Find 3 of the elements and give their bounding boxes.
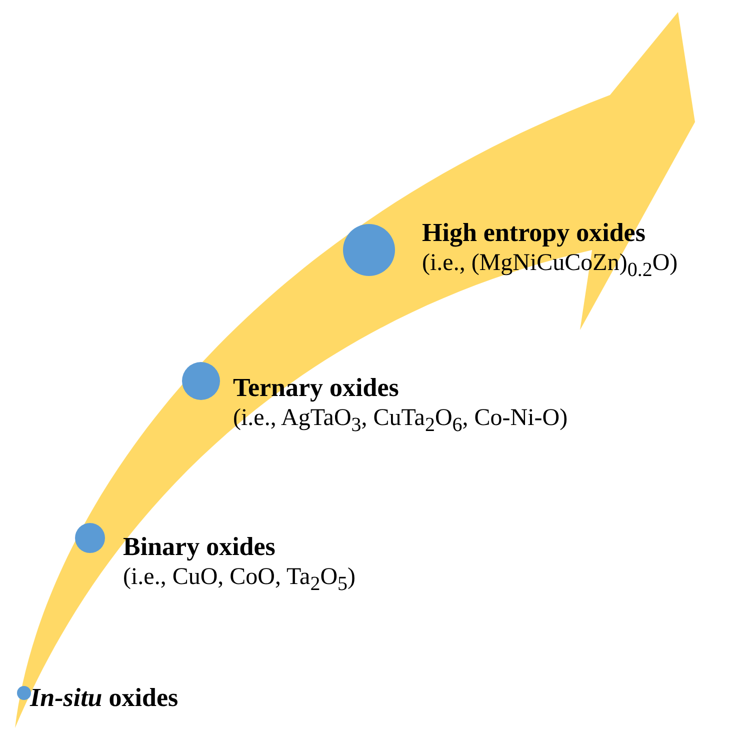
stage-heading: Binary oxides (123, 532, 276, 562)
stage-heading: In-situ oxides (30, 683, 178, 713)
example-formulas: (i.e., CuO, CoO, Ta$_{2}$O$_{5}$) (123, 563, 356, 597)
